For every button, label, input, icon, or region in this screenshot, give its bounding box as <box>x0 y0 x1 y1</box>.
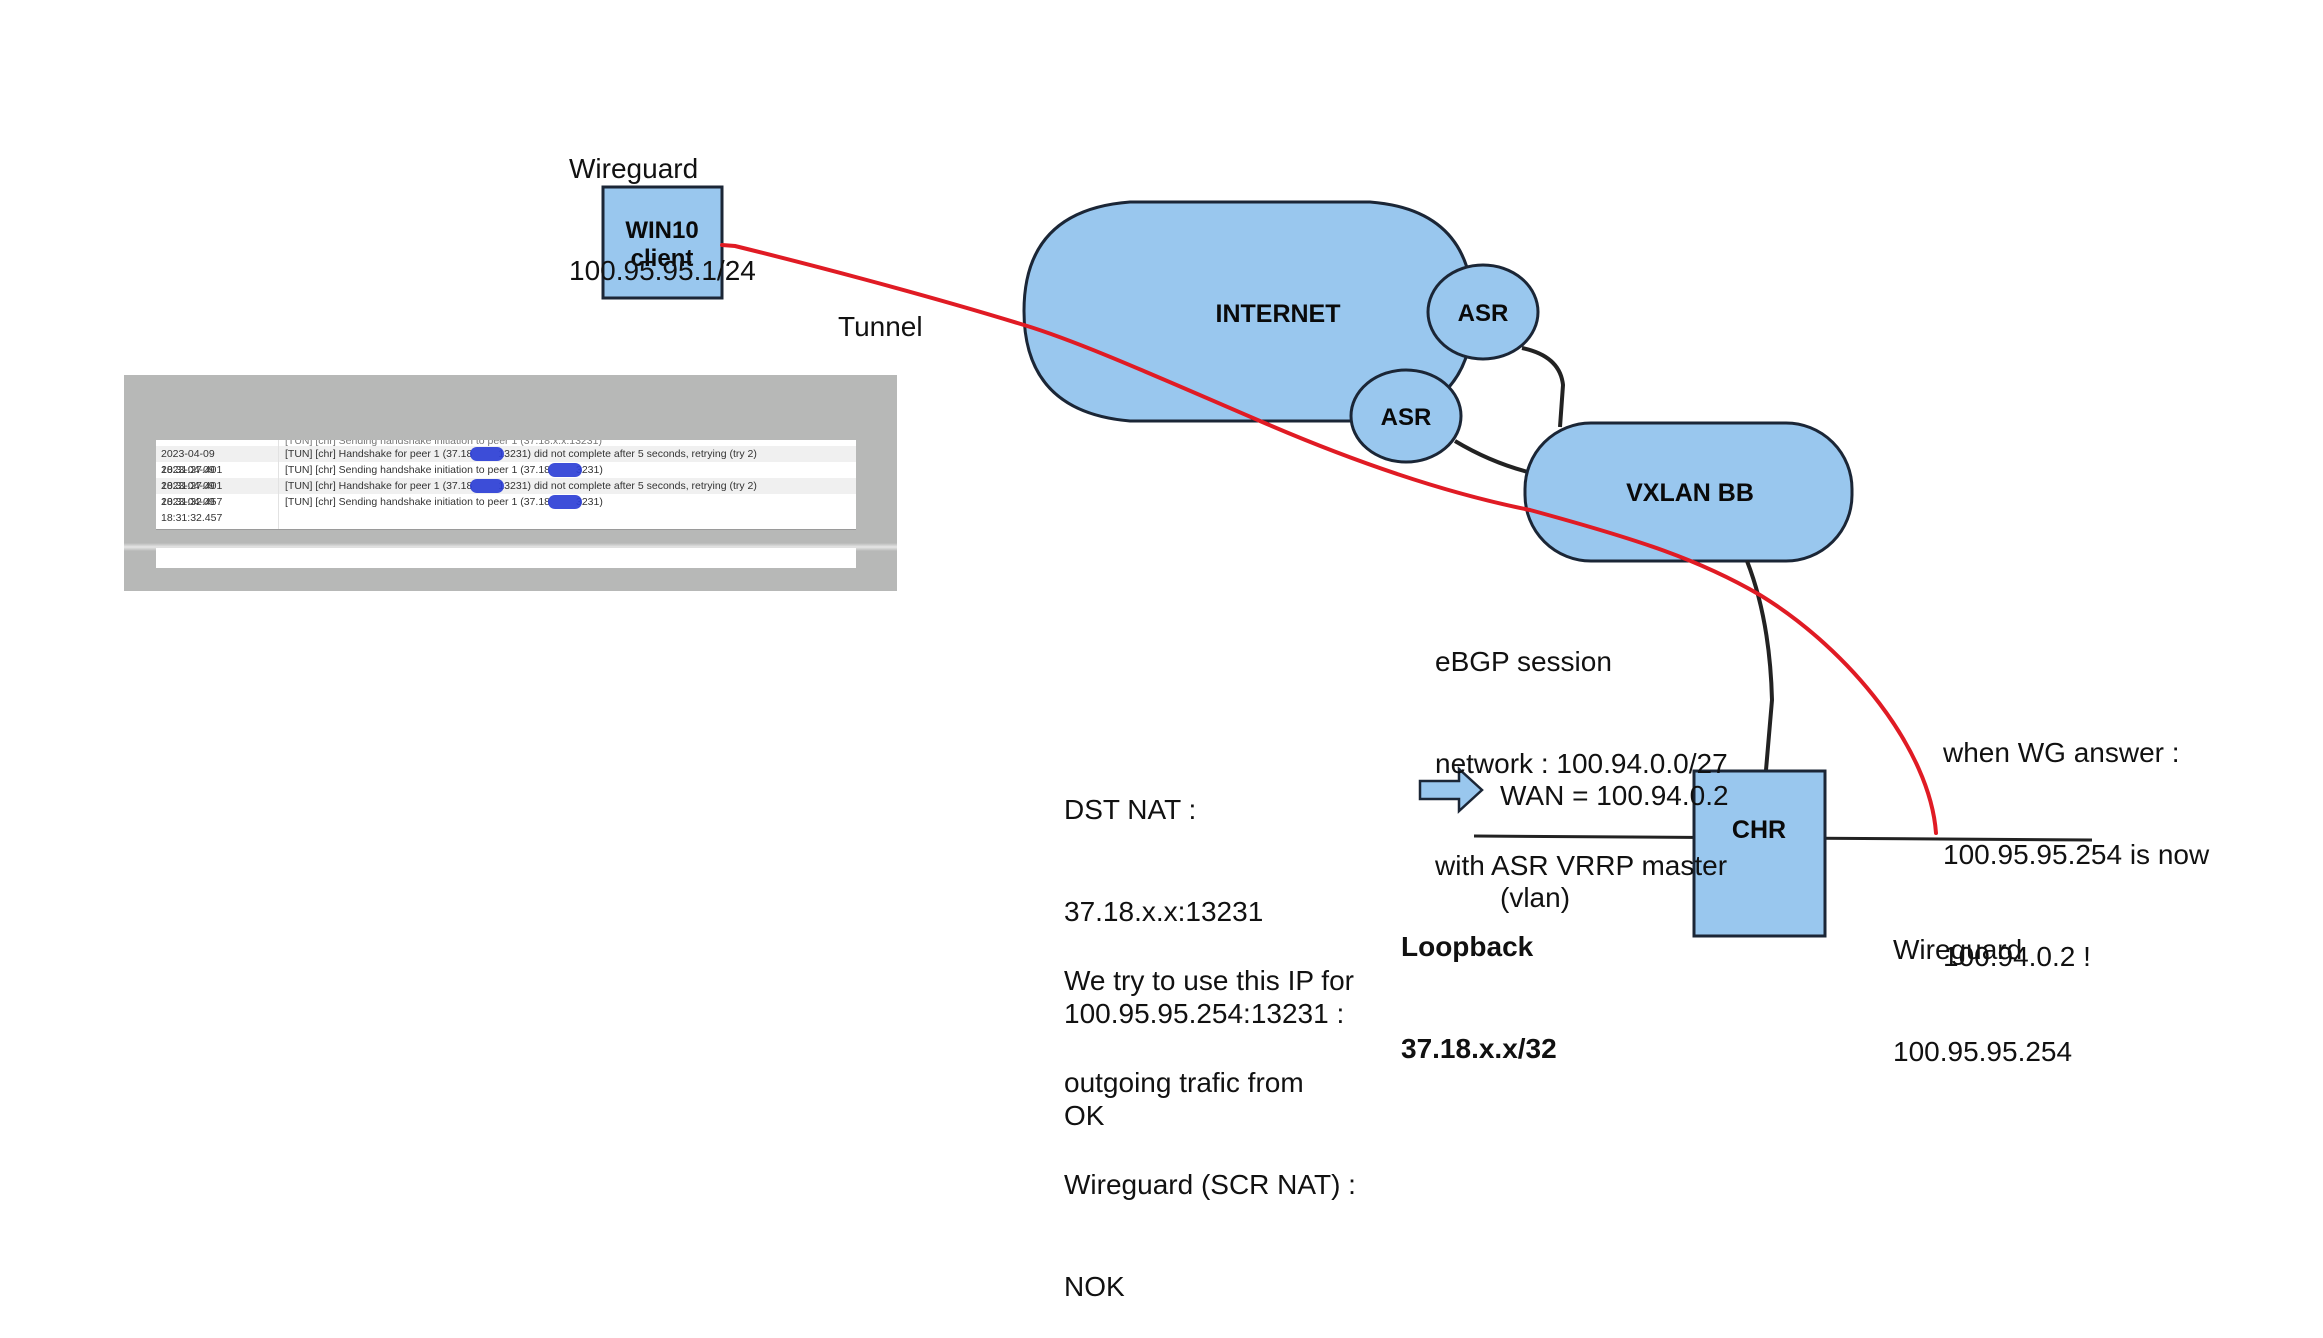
vxlan-bb-label: VXLAN BB <box>1626 479 1754 507</box>
log-row: 2023-04-09 18:31:27.401 [TUN] [chr] Hand… <box>156 446 856 476</box>
log-row: 2023-04-09 18:31:27.401 [TUN] [chr] Send… <box>156 462 856 492</box>
log-message-suffix: 3231) <box>576 496 603 508</box>
log-time: 2023-04-09 18:31:32.457 <box>156 494 279 524</box>
ebgp-line2: network : 100.94.0.0/27 <box>1435 748 1728 779</box>
link-vxlan-chr <box>1745 560 1775 771</box>
internet-label: INTERNET <box>1216 300 1341 328</box>
answer-line1: when WG answer : <box>1943 737 2180 768</box>
asr-node-2 <box>1349 368 1463 464</box>
asr-label-1: ASR <box>1458 300 1509 327</box>
wireguard-tunnel-line <box>720 243 1938 835</box>
log-message: [TUN] [chr] Sending handshake initiation… <box>279 462 856 478</box>
src-nat-line3: Wireguard (SCR NAT) : <box>1064 1169 1356 1200</box>
log-message: [TUN] [chr] Sending handshake initiation… <box>285 440 602 446</box>
win10-client-node <box>601 185 724 300</box>
log-row: 2023-04-09 18:31:32.457 [TUN] [chr] Hand… <box>156 478 856 508</box>
redaction-scribble <box>470 447 505 462</box>
src-nat-line2: outgoing trafic from <box>1064 1067 1304 1098</box>
loopback-line2: 37.18.x.x/32 <box>1401 1033 1557 1064</box>
log-message-prefix: [TUN] [chr] Handshake for peer 1 (37.18 <box>285 448 473 460</box>
log-row-empty <box>156 510 856 529</box>
server-wireguard-line1: Wireguard <box>1893 934 2023 965</box>
wan-line2: (vlan) <box>1500 882 1571 913</box>
src-nat-line1: We try to use this IP for <box>1064 965 1354 996</box>
log-message-prefix: [TUN] [chr] Handshake for peer 1 (37.18 <box>285 480 473 492</box>
dst-nat-line2: 37.18.x.x:13231 <box>1064 896 1264 927</box>
redaction-scribble <box>548 463 582 478</box>
ebgp-line1: eBGP session <box>1435 646 1612 677</box>
log-time-empty <box>156 510 279 529</box>
wan-line1: WAN = 100.94.0.2 <box>1500 780 1729 811</box>
server-wireguard-line2: 100.95.95.254 <box>1893 1036 2073 1067</box>
dst-nat-line3: 100.95.95.254:13231 : <box>1064 998 1345 1029</box>
log-time <box>156 440 279 446</box>
ebgp-line3: with ASR VRRP master <box>1435 850 1728 881</box>
log-time: 2023-04-09 18:31:32.457 <box>156 478 279 508</box>
redaction-scribble <box>470 479 505 494</box>
win10-label-line2: client <box>631 245 694 272</box>
log-message: [TUN] [chr] Handshake for peer 1 (37.18 1… <box>279 478 856 494</box>
server-wireguard-note: Wireguard 100.95.95.254 <box>1893 865 2072 1103</box>
log-message-prefix: [TUN] [chr] Sending handshake initiation… <box>285 496 550 508</box>
network-diagram: INTERNET ASR ASR VXLAN BB CHR WIN10 clie… <box>601 185 2093 938</box>
redaction-scribble <box>548 495 582 510</box>
log-message-suffix: 13231) did not complete after 5 seconds,… <box>498 448 757 460</box>
client-wireguard-label: Wireguard 100.95.95.1/24 <box>569 84 756 322</box>
ebgp-note: eBGP session network : 100.94.0.0/27 wit… <box>1435 577 1728 917</box>
log-message-prefix: [TUN] [chr] Sending handshake initiation… <box>285 464 550 476</box>
wireguard-log-screenshot: [TUN] [chr] Sending handshake initiation… <box>124 375 897 591</box>
loopback-line1: Loopback <box>1401 931 1534 962</box>
link-asr2-vxlan <box>1453 439 1529 474</box>
log-message-empty <box>279 510 856 529</box>
panel-divider <box>124 543 897 551</box>
arrow-right-icon <box>1418 766 1484 814</box>
src-nat-line4: NOK <box>1064 1271 1125 1302</box>
tunnel-label: Tunnel <box>838 311 923 342</box>
log-time: 2023-04-09 18:31:27.401 <box>156 446 279 476</box>
client-wireguard-title: Wireguard <box>569 153 699 184</box>
client-wireguard-ip: 100.95.95.1/24 <box>569 255 756 286</box>
wan-note: WAN = 100.94.0.2 (vlan) <box>1500 711 1729 949</box>
dst-nat-line1: DST NAT : <box>1064 794 1197 825</box>
log-time: 2023-04-09 18:31:27.401 <box>156 462 279 492</box>
chr-label: CHR <box>1732 816 1786 844</box>
log-row: 2023-04-09 18:31:32.457 [TUN] [chr] Send… <box>156 494 856 524</box>
log-row-partial: [TUN] [chr] Sending handshake initiation… <box>156 440 856 446</box>
src-nat-note: We try to use this IP for outgoing trafi… <box>1064 896 1356 1338</box>
win10-label-line1: WIN10 <box>625 217 698 244</box>
log-message: [TUN] [chr] Handshake for peer 1 (37.18 1… <box>279 446 856 462</box>
log-message-suffix: 13231) did not complete after 5 seconds,… <box>498 480 757 492</box>
log-message: [TUN] [chr] Sending handshake initiation… <box>279 494 856 510</box>
asr-label-2: ASR <box>1381 404 1432 431</box>
log-message-suffix: 3231) <box>576 464 603 476</box>
answer-line3: 100.94.0.2 ! <box>1943 941 2091 972</box>
answer-note: when WG answer : 100.95.95.254 is now 10… <box>1943 668 2209 1008</box>
log-table: [TUN] [chr] Sending handshake initiation… <box>156 440 856 530</box>
link-asr1-vxlan <box>1521 346 1566 428</box>
chr-node <box>1692 769 1827 938</box>
answer-line2: 100.95.95.254 is now <box>1943 839 2210 870</box>
asr-node-1 <box>1426 263 1540 361</box>
log-footer <box>156 548 856 568</box>
loopback-note: Loopback 37.18.x.x/32 <box>1401 862 1557 1100</box>
